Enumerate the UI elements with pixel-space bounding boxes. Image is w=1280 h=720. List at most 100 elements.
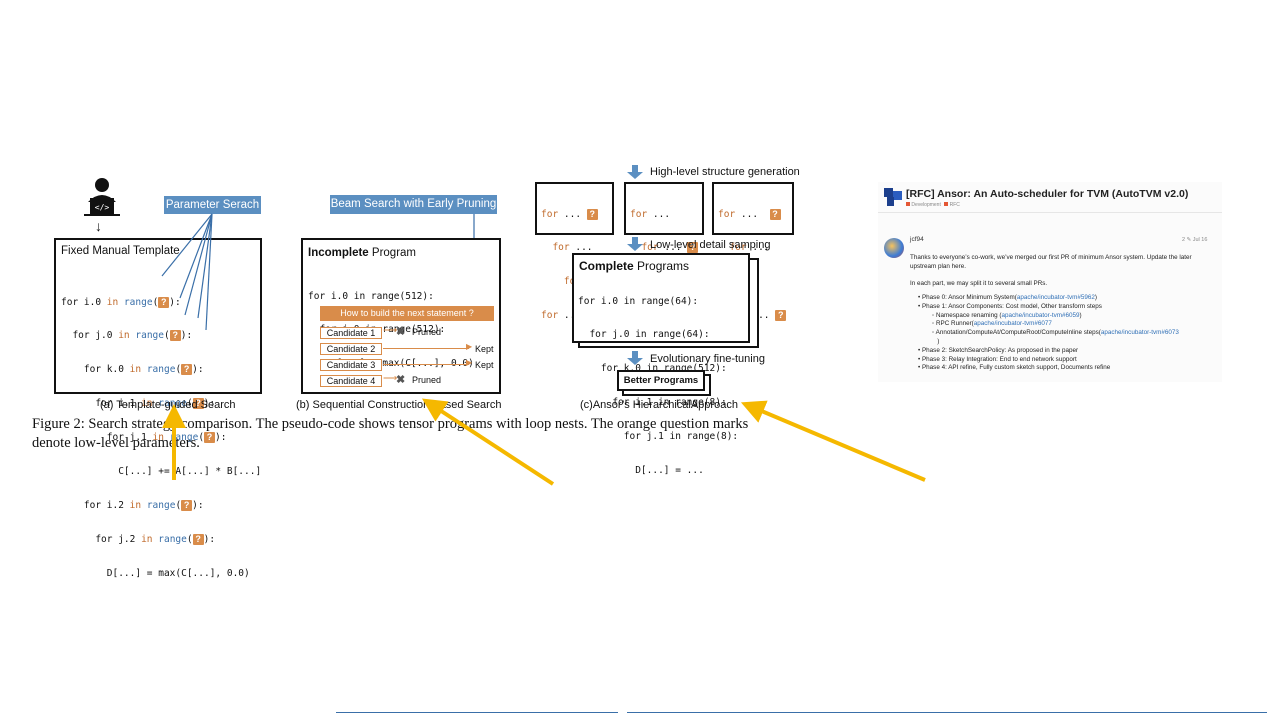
next-statement-bar: How to build the next statement ? — [320, 306, 494, 321]
question-mark-icon: ? — [181, 364, 193, 376]
tvm-logo-icon — [884, 188, 902, 206]
candidate-result: Pruned — [412, 375, 442, 385]
panel-title: Fixed Manual Template — [61, 245, 180, 257]
code-line: for i.0 in range(512): — [308, 290, 434, 302]
list-item: • Phase 2: SketchSearchPolicy: As propos… — [918, 346, 1079, 354]
panel-title: Complete Programs — [579, 259, 690, 273]
beam-search-badge: Beam Search with Early Pruning — [330, 195, 497, 214]
post-meta: 2 ✎ Jul 16 — [1182, 237, 1208, 243]
sketch-line: for ... ? — [630, 242, 699, 254]
code-line: for j.1 in range(8): — [578, 431, 739, 443]
question-mark-icon: ? — [775, 310, 787, 322]
list-item: • Phase 4: API refine, Fully custom sket… — [918, 364, 1111, 372]
svg-text:</>: </> — [95, 203, 110, 212]
list-item: ◦ Namespace renaming (apache/incubator-t… — [932, 311, 1082, 319]
pr-link[interactable]: apache/incubator-tvm#6059 — [1001, 311, 1080, 319]
tag-development[interactable]: Development — [911, 202, 941, 208]
list-item: ◦ Annotation/ComputeAt/ComputeRoot/Compu… — [932, 329, 1179, 345]
post-intro: Thanks to everyone’s co-work, we’ve merg… — [910, 254, 1192, 270]
low-level-label: Low-level detail samping — [650, 239, 771, 251]
down-arrow-icon — [627, 351, 643, 365]
better-programs-box: Better Programs — [617, 370, 705, 391]
template-code: for i.0 in range(?): for j.0 in range(?)… — [61, 274, 261, 602]
code-line: for i.0 in range(?): — [61, 296, 181, 308]
tag-rfc[interactable]: RFC — [949, 202, 960, 208]
question-mark-icon: ? — [204, 432, 216, 444]
username[interactable]: jcf94 — [910, 236, 924, 243]
code-line: for j.0 in range(?): — [61, 330, 193, 342]
candidate-label: Candidate 2 — [320, 343, 382, 355]
cross-icon: ✖ — [396, 374, 406, 386]
figure-caption: Figure 2: Search strategy comparison. Th… — [32, 415, 748, 453]
arrow-right-line — [383, 348, 469, 349]
yellow-arrow — [740, 400, 926, 482]
candidate-row: Candidate 3 ▶ Kept — [320, 358, 498, 373]
arrow-right-icon: ⟶ — [383, 325, 398, 336]
question-mark-icon: ? — [158, 296, 170, 308]
candidate-label: Candidate 4 — [320, 375, 382, 387]
pr-link[interactable]: apache/incubator-tvm#5962 — [1016, 294, 1095, 301]
arrow-head-icon: ▶ — [466, 358, 473, 367]
bottom-divider — [336, 712, 618, 713]
rfc-title[interactable]: [RFC] Ansor: An Auto-scheduler for TVM (… — [906, 188, 1189, 200]
down-arrow-icon — [627, 237, 643, 251]
down-arrow-icon — [627, 165, 643, 179]
candidate-row: Candidate 1 ⟶ ✖ Pruned — [320, 325, 498, 341]
list-item: • Phase 3: Relay Integration: End to end… — [918, 355, 1077, 363]
bottom-divider — [627, 712, 1267, 713]
candidate-result: Pruned — [412, 327, 442, 337]
sketch-line: for ... ? — [718, 208, 788, 220]
candidate-row: Candidate 4 ⟶ ✖ Pruned — [320, 373, 498, 389]
avatar[interactable] — [884, 238, 904, 258]
complete-programs-panel: Complete Programs for i.0 in range(64): … — [572, 253, 750, 476]
question-mark-icon: ? — [687, 242, 699, 254]
phase-list: • Phase 0: Ansor Minimum System(apache/i… — [918, 294, 1218, 373]
evolutionary-label: Evolutionary fine-tuning — [650, 353, 765, 365]
pr-link[interactable]: apache/incubator-tvm#6073 — [1100, 329, 1179, 337]
sketch-box: for ... ? for ... for ... for ... ? — [712, 182, 794, 322]
code-line: for j.2 in range(?): — [61, 533, 216, 545]
code-line: D[...] = ... — [578, 465, 704, 477]
parameter-search-badge: Parameter Serach — [164, 196, 261, 214]
post-split: In each part, we may split it to several… — [910, 280, 1048, 287]
figure-caption-line: Figure 2: Search strategy comparison. Th… — [32, 416, 749, 432]
panel-title: Incomplete Program — [308, 247, 417, 259]
fixed-manual-template-panel: Fixed Manual Template for i.0 in range(?… — [54, 238, 262, 579]
arrow-right-icon: ⟶ — [383, 373, 398, 384]
caption-b: (b) Sequential Construction Based Search — [296, 399, 502, 411]
code-line: for k.0 in range(512): — [578, 363, 727, 375]
complete-code: for i.0 in range(64): for j.0 in range(6… — [578, 273, 738, 499]
code-line: for j.0 in range(64): — [578, 329, 710, 341]
code-line: C[...] += A[...] * B[...] — [61, 466, 262, 478]
cross-icon: ✖ — [396, 326, 406, 338]
tag-color-icon — [906, 202, 910, 206]
question-mark-icon: ? — [192, 398, 204, 410]
sketch-line: for ... — [729, 242, 770, 254]
tag-color-icon — [944, 202, 949, 206]
code-line: D[...] = max(C[...], 0.0) — [61, 567, 250, 579]
rfc-tags: Development RFC — [906, 202, 960, 208]
caption-c: (c)Ansor’s HierarchicalApproach — [580, 399, 738, 411]
arrow-head-icon: ▶ — [466, 342, 473, 351]
question-mark-icon: ? — [769, 208, 781, 220]
candidate-label: Candidate 1 — [320, 327, 382, 339]
code-line: for i.0 in range(64): — [578, 295, 699, 307]
yellow-arrow — [421, 398, 555, 486]
sketch-line: for ... — [630, 208, 671, 220]
candidate-row: Candidate 2 ▶ Kept — [320, 342, 498, 357]
candidate-result: Kept — [475, 360, 494, 370]
sketch-line: for ... ? — [541, 208, 608, 220]
down-arrow-icon: ↓ — [95, 218, 102, 234]
divider — [878, 212, 1222, 213]
list-item: ◦ RPC Runner(apache/incubator-tvm#6077 — [932, 320, 1052, 328]
figure-caption-line: denote low-level parameters. — [32, 435, 200, 451]
code-line: for j.1 in range(?): — [61, 432, 227, 444]
sketch-line: for ... — [552, 242, 593, 254]
arrow-right-line — [383, 364, 469, 365]
candidate-label: Candidate 3 — [320, 359, 382, 371]
list-item: • Phase 1: Ansor Components: Cost model,… — [918, 302, 1102, 310]
code-line: for i.1 in range(8): — [578, 397, 727, 409]
pr-link[interactable]: apache/incubator-tvm#6077 — [973, 320, 1052, 328]
